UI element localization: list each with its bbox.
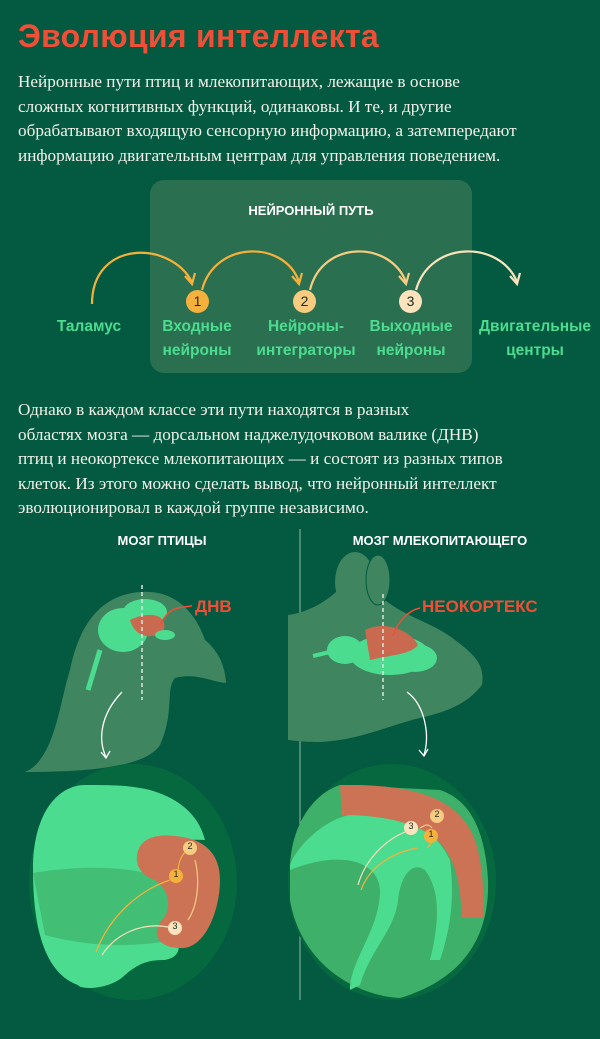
conclusion-line: птиц и неокортексе млекопитающих — и сос… bbox=[18, 449, 503, 468]
arrow-1 bbox=[90, 251, 193, 305]
intro-line: обрабатывают входящую сенсорную информац… bbox=[18, 121, 517, 140]
bird-num-3: 3 bbox=[172, 921, 178, 931]
step-number-1: 1 bbox=[186, 290, 209, 313]
neocortex-label: НЕОКОРТЕКС bbox=[422, 597, 538, 616]
conclusion-line: эволюционировал в каждой группе независи… bbox=[18, 498, 369, 517]
bird-num-1: 1 bbox=[173, 869, 179, 879]
bird-num-2: 2 bbox=[187, 841, 193, 851]
mammal-brain bbox=[312, 625, 437, 675]
intro-line: информацию двигательным центрам для упра… bbox=[18, 145, 501, 165]
step-number-3: 3 bbox=[399, 290, 422, 313]
mammal-num-3: 3 bbox=[408, 821, 414, 831]
pathway-box bbox=[150, 180, 472, 373]
conclusion-line: областях мозга — дорсальном наджелудочко… bbox=[18, 424, 479, 444]
pathway-arrows bbox=[90, 250, 522, 305]
dnv-label: ДНВ bbox=[195, 597, 232, 616]
step-number-2: 2 bbox=[293, 290, 316, 313]
mammal-num-1: 1 bbox=[428, 829, 434, 839]
arrow-2 bbox=[200, 250, 301, 291]
mammal-heading: МОЗГ МЛЕКОПИТАЮЩЕГО bbox=[352, 533, 528, 548]
page-title: Эволюция интеллекта bbox=[18, 18, 380, 54]
bird-heading: МОЗГ ПТИЦЫ bbox=[117, 533, 207, 548]
conclusion-line: клеток. Из этого можно сделать вывод, чт… bbox=[18, 473, 497, 493]
pathway-title: НЕЙРОННЫЙ ПУТЬ bbox=[248, 203, 374, 218]
step-integrators: Нейроны-интеграторы bbox=[256, 318, 356, 359]
arrow-3 bbox=[308, 250, 408, 291]
step-thalamus: Таламус bbox=[56, 318, 122, 335]
arrow-4 bbox=[414, 250, 519, 291]
conclusion-line: Однако в каждом классе эти пути находятс… bbox=[18, 400, 410, 419]
mammal-num-2: 2 bbox=[434, 809, 440, 819]
intro-line: Нейронные пути птиц и млекопитающих, леж… bbox=[18, 72, 460, 91]
bird-head bbox=[25, 591, 226, 772]
intro-line: сложных когнитивных функций, одинаковы. … bbox=[18, 96, 452, 116]
intro-text: Нейронные пути птиц и млекопитающих, леж… bbox=[18, 70, 593, 168]
conclusion-text: Однако в каждом классе эти пути находятс… bbox=[18, 398, 593, 521]
bird-brain bbox=[85, 599, 175, 691]
